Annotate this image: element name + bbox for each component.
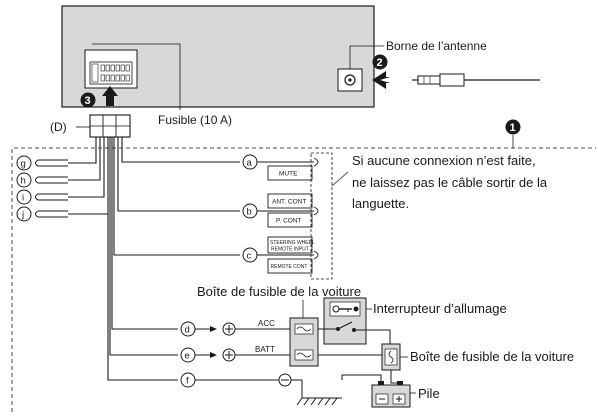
- svg-text:ANT. CONT: ANT. CONT: [272, 199, 306, 206]
- svg-text:i: i: [22, 193, 24, 204]
- wire-letter-j: j: [16, 206, 32, 222]
- svg-text:STEERING WHEEL: STEERING WHEEL: [270, 240, 315, 246]
- note-line-2: ne laissez pas le câble sortir de la: [352, 175, 548, 190]
- tag-mute: MUTE: [267, 165, 313, 181]
- svg-text:g: g: [21, 159, 26, 170]
- left-wires: [38, 137, 109, 215]
- svg-text:P. CONT: P. CONT: [276, 218, 302, 225]
- svg-text:h: h: [21, 176, 26, 187]
- ground-symbol: [296, 380, 342, 406]
- batt-label: BATT: [255, 345, 275, 354]
- wire-letter-h: h: [16, 172, 32, 188]
- callout-2: 2: [372, 54, 388, 70]
- wire-letter-a: a: [242, 154, 258, 170]
- wire-letter-d: d: [180, 321, 196, 337]
- tab-group-dashed: [310, 152, 333, 280]
- svg-text:b: b: [247, 207, 252, 218]
- wire-letter-c: c: [242, 247, 258, 263]
- wire-letter-e: e: [180, 347, 196, 363]
- svg-text:1: 1: [510, 122, 516, 134]
- note-line-3: languette.: [352, 196, 409, 211]
- fuse-label: Fusible (10 A): [158, 113, 232, 127]
- svg-text:c: c: [247, 251, 252, 262]
- harness-connector: [89, 114, 131, 138]
- wire-letter-i: i: [16, 189, 32, 205]
- acc-label: ACC: [258, 319, 275, 328]
- scope-border: [11, 147, 596, 412]
- battery-label: Pile: [418, 386, 440, 401]
- fuse-leader: [92, 43, 181, 110]
- connector-socket: [84, 49, 138, 89]
- tag-steering-wheel: STEERING WHEEL REMOTE INPUT: [267, 236, 315, 254]
- callout-1: 1: [505, 119, 521, 135]
- insert-arrow: [102, 86, 118, 106]
- svg-text:f: f: [186, 376, 189, 387]
- svg-text:3: 3: [85, 95, 91, 107]
- fuse-box-top-label: Boîte de fusible de la voiture: [197, 284, 361, 299]
- svg-text:d: d: [185, 325, 190, 336]
- wire-letter-g: g: [16, 155, 32, 171]
- svg-text:REMOTE CONT: REMOTE CONT: [271, 264, 308, 270]
- fuse-box-right-label: Boîte de fusible de la voiture: [410, 349, 574, 364]
- svg-text:MUTE: MUTE: [279, 171, 298, 178]
- ignition-switch-label: Interrupteur d’allumage: [373, 301, 507, 316]
- antenna-leader: [349, 45, 384, 69]
- wire-letter-b: b: [242, 203, 258, 219]
- antenna-plug: [372, 71, 540, 89]
- antenna-terminal-label: Borne de l’antenne: [386, 39, 487, 53]
- tag-ant-cont: ANT. CONT: [267, 193, 313, 209]
- left-wire-ends: [35, 159, 68, 218]
- tag-p-cont: P. CONT: [267, 212, 313, 228]
- minus-symbol-f: [278, 373, 292, 387]
- svg-text:2: 2: [377, 57, 383, 69]
- svg-text:a: a: [247, 158, 253, 169]
- svg-text:REMOTE INPUT: REMOTE INPUT: [271, 247, 309, 253]
- antenna-terminal: [337, 68, 363, 92]
- connector-d-label: (D): [50, 120, 67, 134]
- svg-text:e: e: [185, 351, 190, 362]
- ignition-switch: [323, 297, 367, 345]
- callout-3: 3: [80, 92, 96, 108]
- svg-text:j: j: [21, 210, 24, 221]
- tag-remote-cont: REMOTE CONT: [267, 258, 313, 274]
- power-wires: [107, 137, 178, 381]
- plus-symbol-d: [222, 322, 236, 336]
- plus-symbol-e: [222, 348, 236, 362]
- battery: [371, 381, 411, 408]
- car-fuse-box-1: [289, 317, 319, 367]
- head-unit: [61, 5, 375, 108]
- car-fuse-box-2: [381, 343, 401, 371]
- note-line-1: Si aucune connexion n’est faite,: [352, 153, 536, 168]
- right-wires: [113, 137, 240, 256]
- wire-letter-f: f: [180, 372, 196, 388]
